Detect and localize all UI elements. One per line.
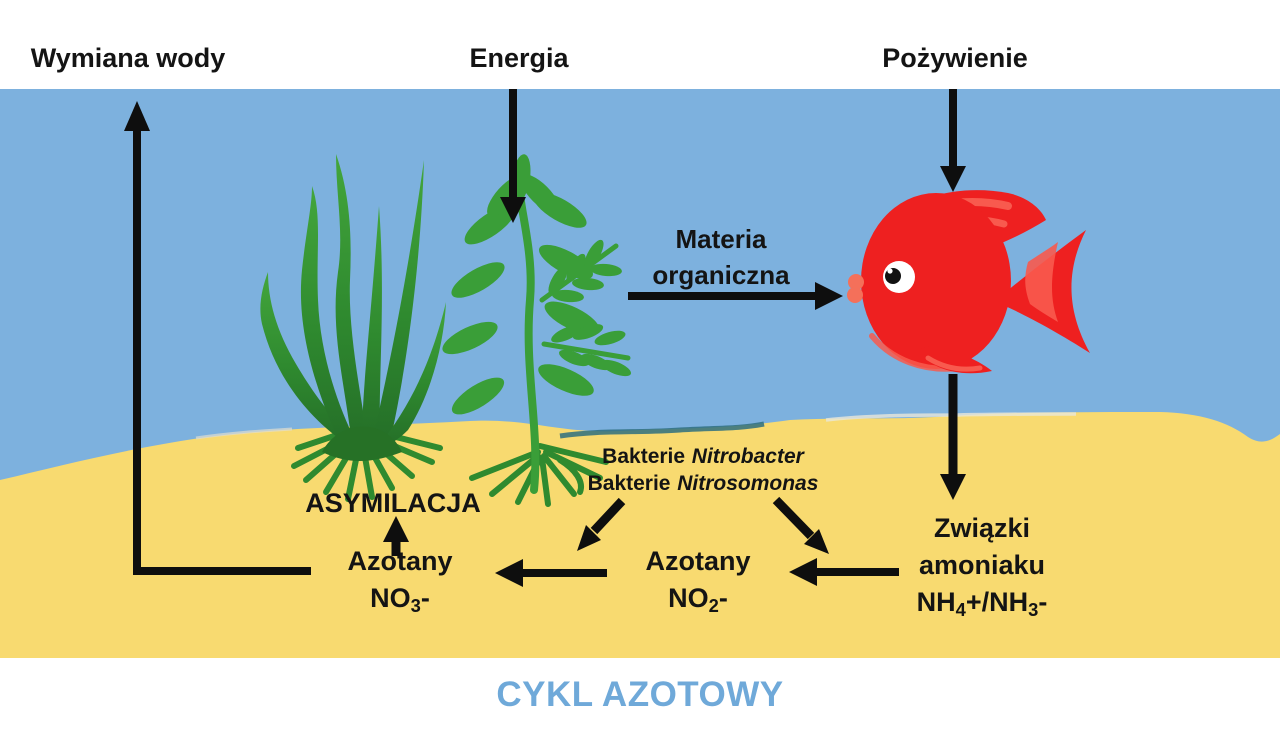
arrow-energy [500,89,526,223]
ammonia-formula: NH4+/NH3- [916,587,1048,620]
nitrate-name: Azotany [347,546,453,576]
red-fish [847,190,1090,374]
arrow-bacteria-to-ammonia [772,496,829,554]
sand-bed [0,412,1280,658]
organic-matter-label: Materia organiczna [652,221,789,293]
waterline-shadow [559,421,765,439]
organic-matter-line2: organiczna [652,260,790,290]
arrow-nitrate-to-assimilation [383,516,409,556]
arrow-fish-waste [940,374,966,500]
nitrate-formula: NO3- [370,583,430,616]
arrow-food [940,89,966,192]
flow-arrows [124,89,966,587]
ammonia-line1: Związki [933,513,1031,543]
waterline-highlight [825,412,1077,422]
stem-plant-branch-lower [541,324,632,377]
nitrite-name: Azotany [645,546,751,576]
fish-lips [847,274,864,303]
waterline-highlight-left [195,427,293,440]
ammonia-line2: amoniaku [918,550,1046,580]
stem-plant-roots [469,443,609,507]
arrow-ammonia-to-nitrite [789,558,899,586]
nitrite-formula: NO2- [668,583,728,616]
arrow-organic-matter [628,282,843,310]
food-label: Pożywienie [882,43,1028,73]
organic-matter-line1: Materia [675,224,767,254]
seaweed-base [322,426,402,461]
fish-ventral-fin-detail [925,355,983,372]
stem-plant-branch-upper [539,239,622,303]
diagram-title: CYKL AZOTOWY [496,675,784,714]
fish-body [861,193,1011,369]
fish-eye [883,261,915,293]
arrow-water-exchange [124,101,311,575]
assimilation-label: ASYMILACJA [305,488,481,518]
arrow-nitrite-to-nitrate [495,559,607,587]
water-exchange-label: Wymiana wody [30,43,226,73]
fish-tail-stripe [1025,242,1058,322]
seaweed-plant [260,154,446,502]
energy-label: Energia [469,43,569,73]
arrow-bacteria-to-nitrite [577,497,626,551]
